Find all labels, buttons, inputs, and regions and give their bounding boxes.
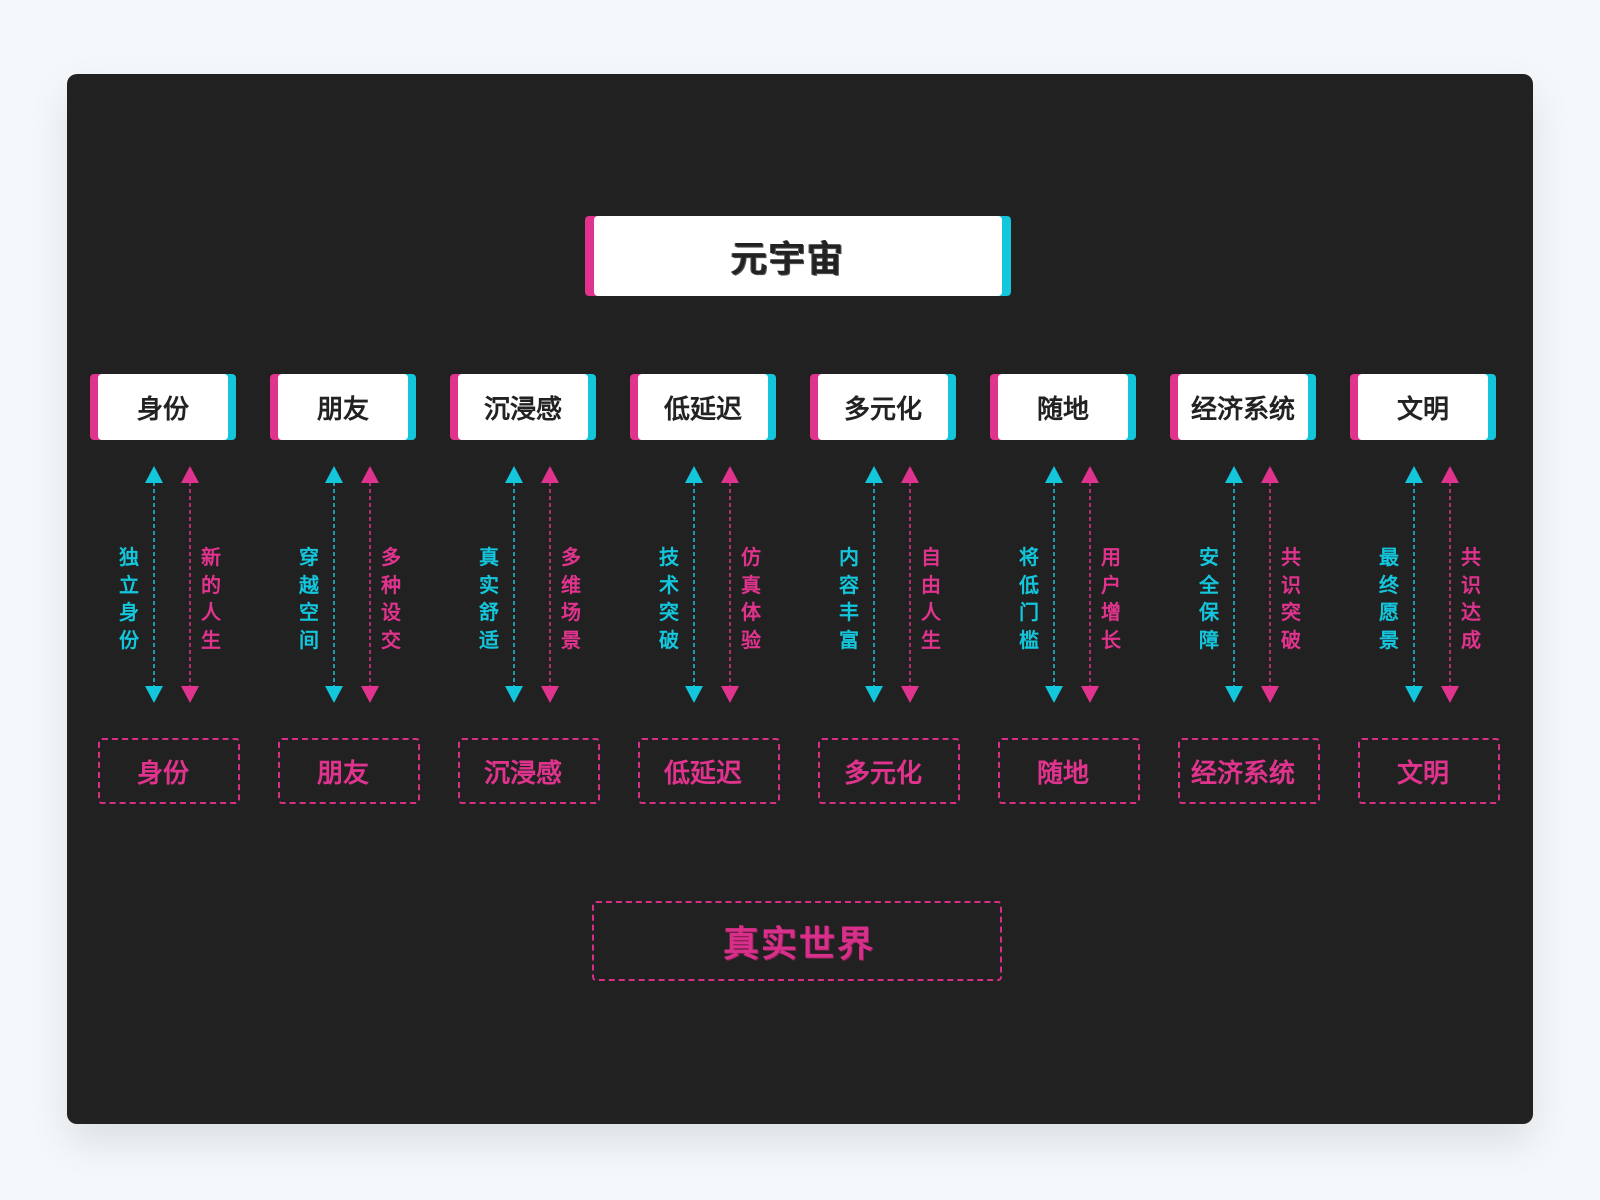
- diagram-column: 多元化内容丰富自由人生多元化: [818, 74, 964, 1124]
- real-world-item-box: 朋友: [278, 738, 420, 804]
- diagram-column: 文明最终愿景共识达成文明: [1358, 74, 1504, 1124]
- cyan-arrow-up-icon: [145, 466, 163, 483]
- pink-arrow-up-icon: [1441, 466, 1459, 483]
- cyan-arrow-up-icon: [505, 466, 523, 483]
- cyan-arrow-down-icon: [1405, 686, 1423, 703]
- pink-arrow-down-icon: [1081, 686, 1099, 703]
- cyan-arrow-up-icon: [1045, 466, 1063, 483]
- right-vertical-label: 多种设交: [381, 545, 401, 652]
- real-world-title-box: 真实世界: [592, 901, 1002, 981]
- bidirectional-arrows: [865, 466, 919, 703]
- cyan-arrow-up-icon: [1225, 466, 1243, 483]
- right-vertical-label: 新的人生: [201, 545, 221, 652]
- metaverse-item-box: 低延迟: [638, 374, 768, 440]
- real-world-item-label: 朋友: [316, 758, 369, 789]
- right-vertical-label: 多维场景: [561, 545, 581, 652]
- cyan-arrow-down-icon: [1045, 686, 1063, 703]
- real-world-item-box: 文明: [1358, 738, 1500, 804]
- cyan-arrow-down-icon: [505, 686, 523, 703]
- left-vertical-label: 技术突破: [659, 545, 679, 652]
- real-world-item-box: 低延迟: [638, 738, 780, 804]
- pink-arrow-down-icon: [901, 686, 919, 703]
- diagram-column: 低延迟技术突破仿真体验低延迟: [638, 74, 784, 1124]
- metaverse-item-box: 朋友: [278, 374, 408, 440]
- real-world-item-label: 随地: [1036, 758, 1089, 789]
- diagram-column: 朋友穿越空间多种设交朋友: [278, 74, 424, 1124]
- pink-arrow-down-icon: [361, 686, 379, 703]
- metaverse-item-box: 身份: [98, 374, 228, 440]
- diagram-column: 身份独立身份新的人生身份: [98, 74, 244, 1124]
- right-vertical-label: 仿真体验: [741, 545, 761, 652]
- metaverse-item-box: 沉浸感: [458, 374, 588, 440]
- cyan-arrow-down-icon: [145, 686, 163, 703]
- pink-arrow-up-icon: [901, 466, 919, 483]
- real-world-item-box: 多元化: [818, 738, 960, 804]
- metaverse-title-box: 元宇宙: [594, 216, 1002, 296]
- diagram-canvas: 元宇宙 身份独立身份新的人生身份朋友穿越空间多种设交朋友沉浸感真实舒适多维场景沉…: [67, 74, 1533, 1124]
- real-world-item-label: 低延迟: [663, 758, 742, 789]
- real-world-title: 真实世界: [722, 924, 875, 965]
- pink-arrow-up-icon: [541, 466, 559, 483]
- right-vertical-label: 共识达成: [1461, 545, 1481, 652]
- real-world-item-box: 身份: [98, 738, 240, 804]
- pink-arrow-down-icon: [1441, 686, 1459, 703]
- metaverse-item-box: 随地: [998, 374, 1128, 440]
- pink-arrow-down-icon: [181, 686, 199, 703]
- diagram-column: 随地将低门槛用户增长随地: [998, 74, 1144, 1124]
- cyan-arrow-down-icon: [325, 686, 343, 703]
- real-world-item-box: 经济系统: [1178, 738, 1320, 804]
- left-vertical-label: 穿越空间: [299, 545, 319, 652]
- left-vertical-label: 独立身份: [119, 545, 139, 652]
- real-world-item-label: 身份: [136, 758, 189, 789]
- real-world-item-box: 随地: [998, 738, 1140, 804]
- cyan-arrow-up-icon: [1405, 466, 1423, 483]
- real-world-item-box: 沉浸感: [458, 738, 600, 804]
- diagram-column: 沉浸感真实舒适多维场景沉浸感: [458, 74, 604, 1124]
- left-vertical-label: 将低门槛: [1019, 545, 1039, 652]
- left-vertical-label: 最终愿景: [1379, 545, 1399, 652]
- bidirectional-arrows: [1405, 466, 1459, 703]
- cyan-arrow-up-icon: [865, 466, 883, 483]
- right-vertical-label: 共识突破: [1281, 545, 1301, 652]
- cyan-arrow-down-icon: [685, 686, 703, 703]
- diagram-column: 经济系统安全保障共识突破经济系统: [1178, 74, 1324, 1124]
- real-world-item-label: 多元化: [843, 758, 922, 789]
- bidirectional-arrows: [1045, 466, 1099, 703]
- metaverse-item-box: 经济系统: [1178, 374, 1308, 440]
- cyan-arrow-down-icon: [1225, 686, 1243, 703]
- pink-arrow-down-icon: [541, 686, 559, 703]
- bidirectional-arrows: [325, 466, 379, 703]
- metaverse-title: 元宇宙: [730, 239, 845, 280]
- metaverse-item-box: 多元化: [818, 374, 948, 440]
- real-world-item-label: 经济系统: [1190, 758, 1295, 789]
- right-vertical-label: 自由人生: [921, 545, 941, 652]
- bidirectional-arrows: [685, 466, 739, 703]
- pink-arrow-down-icon: [721, 686, 739, 703]
- real-world-item-label: 文明: [1396, 758, 1449, 789]
- pink-arrow-down-icon: [1261, 686, 1279, 703]
- pink-arrow-up-icon: [721, 466, 739, 483]
- metaverse-item-box: 文明: [1358, 374, 1488, 440]
- pink-arrow-up-icon: [1081, 466, 1099, 483]
- bidirectional-arrows: [145, 466, 199, 703]
- left-vertical-label: 真实舒适: [479, 545, 499, 652]
- left-vertical-label: 内容丰富: [839, 545, 859, 652]
- bidirectional-arrows: [505, 466, 559, 703]
- pink-arrow-up-icon: [1261, 466, 1279, 483]
- real-world-item-label: 沉浸感: [483, 758, 562, 789]
- pink-arrow-up-icon: [361, 466, 379, 483]
- cyan-arrow-up-icon: [685, 466, 703, 483]
- bidirectional-arrows: [1225, 466, 1279, 703]
- pink-arrow-up-icon: [181, 466, 199, 483]
- cyan-arrow-up-icon: [325, 466, 343, 483]
- left-vertical-label: 安全保障: [1199, 545, 1219, 652]
- right-vertical-label: 用户增长: [1101, 545, 1121, 652]
- cyan-arrow-down-icon: [865, 686, 883, 703]
